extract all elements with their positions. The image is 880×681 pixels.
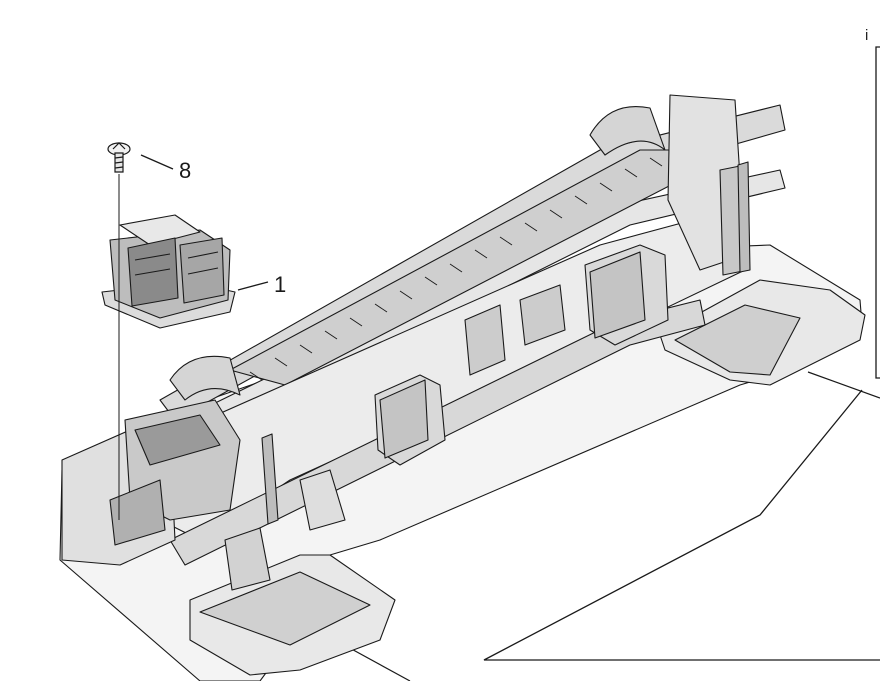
cable-track-ribs xyxy=(249,157,663,381)
callout-leader-8 xyxy=(140,154,174,170)
callout-number-8: 8 xyxy=(179,158,191,183)
corner-mark: i xyxy=(865,27,868,44)
printer-chassis xyxy=(59,94,866,681)
left-roller xyxy=(169,355,241,401)
carriage-assembly xyxy=(101,214,236,329)
inset-frame xyxy=(483,46,880,661)
right-roller xyxy=(589,106,666,156)
callout-leader-1 xyxy=(237,281,269,291)
callout-number-1: 1 xyxy=(274,272,286,297)
screw xyxy=(107,142,131,173)
